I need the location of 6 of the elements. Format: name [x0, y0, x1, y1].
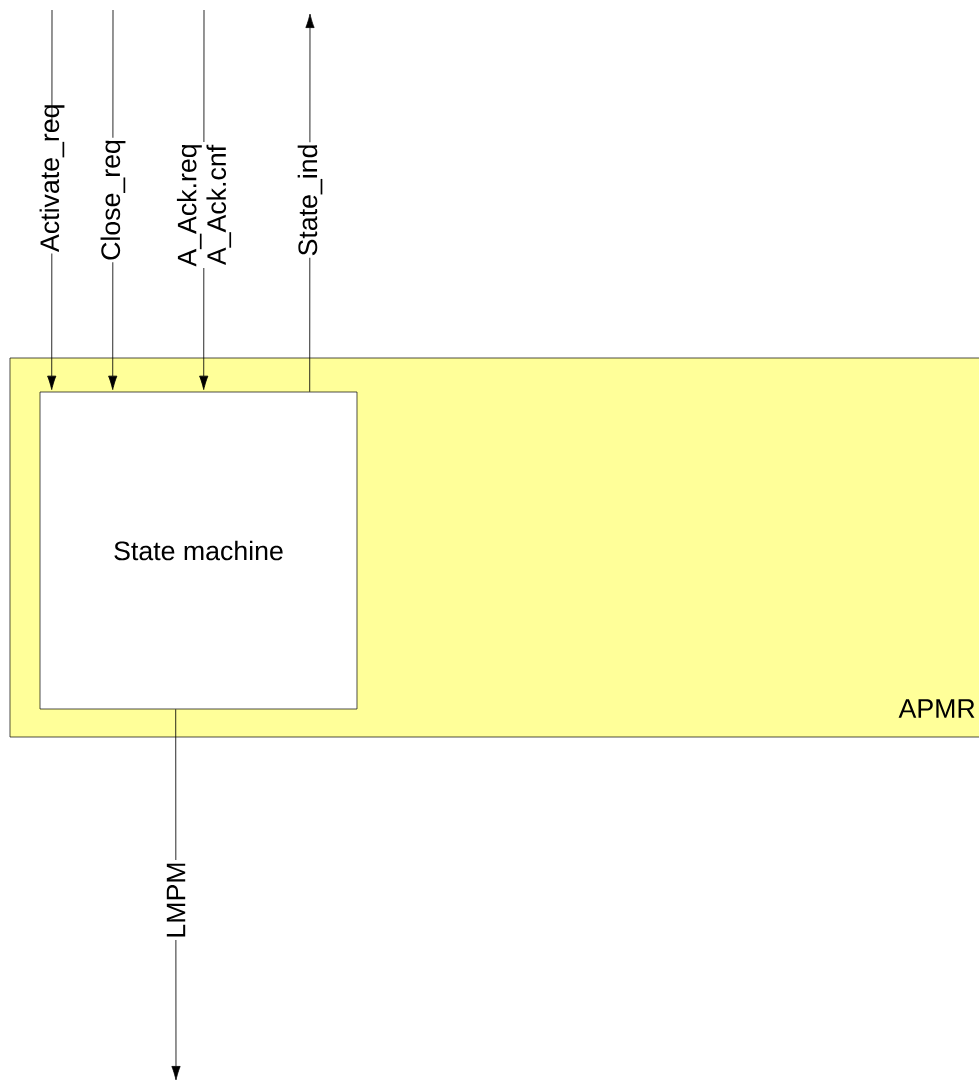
edge-label: State_ind — [296, 142, 324, 258]
edge-label: LMPM — [165, 860, 187, 940]
edge-label: Close_req — [99, 137, 127, 263]
process-box: State machine — [39, 391, 358, 710]
edge-label: A_Ack.req A_Ack.cnf — [175, 142, 233, 268]
edge-label: Activate_req — [38, 105, 66, 254]
